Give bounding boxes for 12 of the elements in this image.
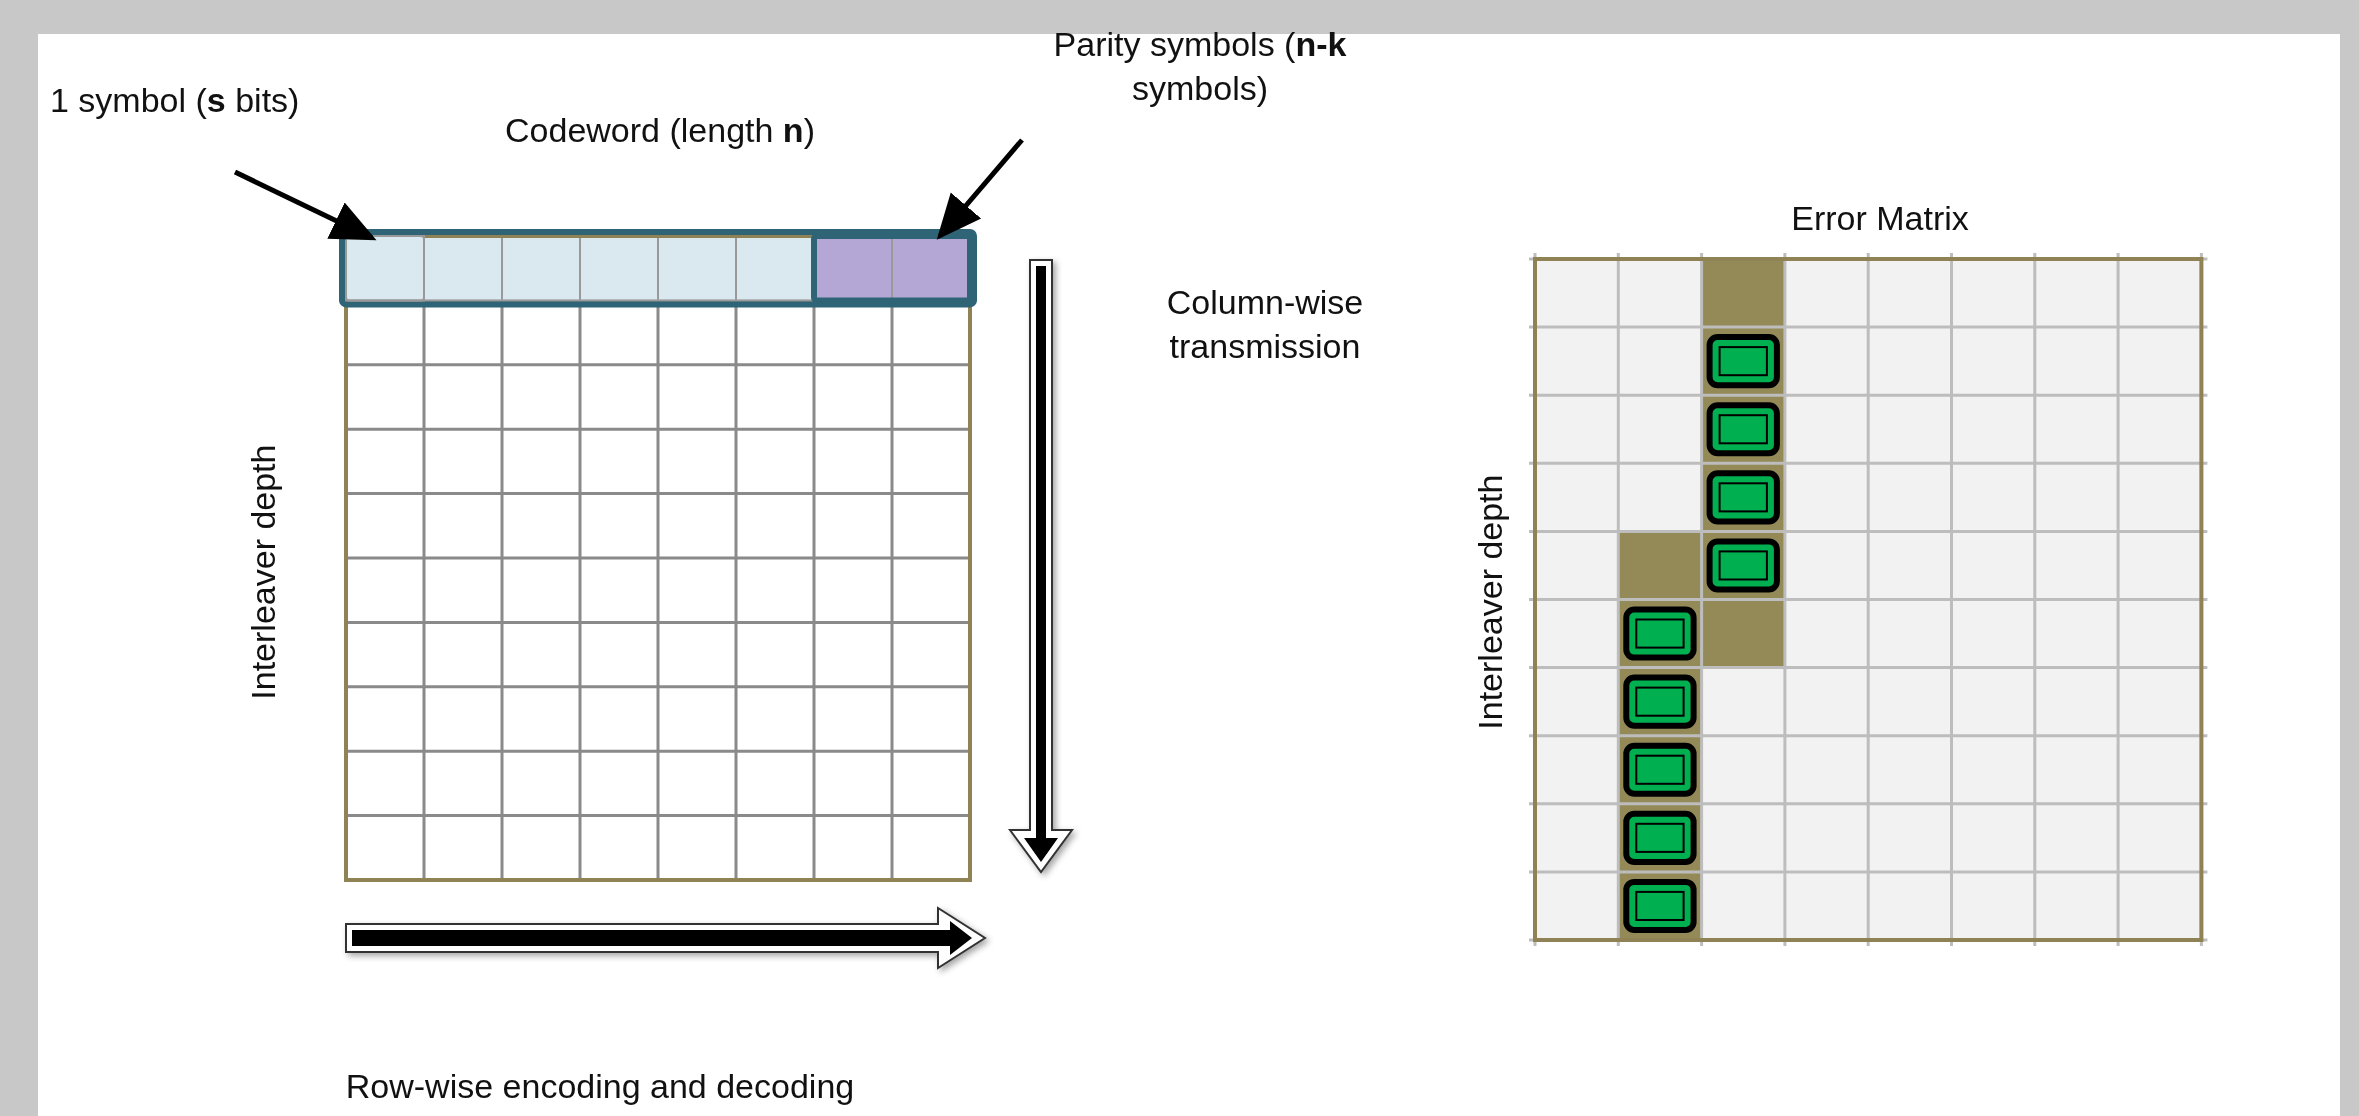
axis-label: Row-wise encoding and decoding xyxy=(344,1066,856,1107)
heading: Error Matrix xyxy=(1790,198,1970,239)
callout-text: Parity symbols (n-k symbols) xyxy=(1020,22,1380,111)
leader-line xyxy=(233,169,377,241)
callout-text: 1 symbol (s bits) xyxy=(50,78,310,123)
heading: Codeword (length n) xyxy=(504,110,816,151)
axis-label: Column-wise transmission xyxy=(1165,282,1365,368)
symbol-cell xyxy=(345,235,425,302)
axis-label: Interleaver depth xyxy=(242,443,283,702)
leader-line xyxy=(936,138,1024,240)
parity-block xyxy=(811,233,973,304)
axis-label: Interleaver depth xyxy=(1469,473,1510,732)
